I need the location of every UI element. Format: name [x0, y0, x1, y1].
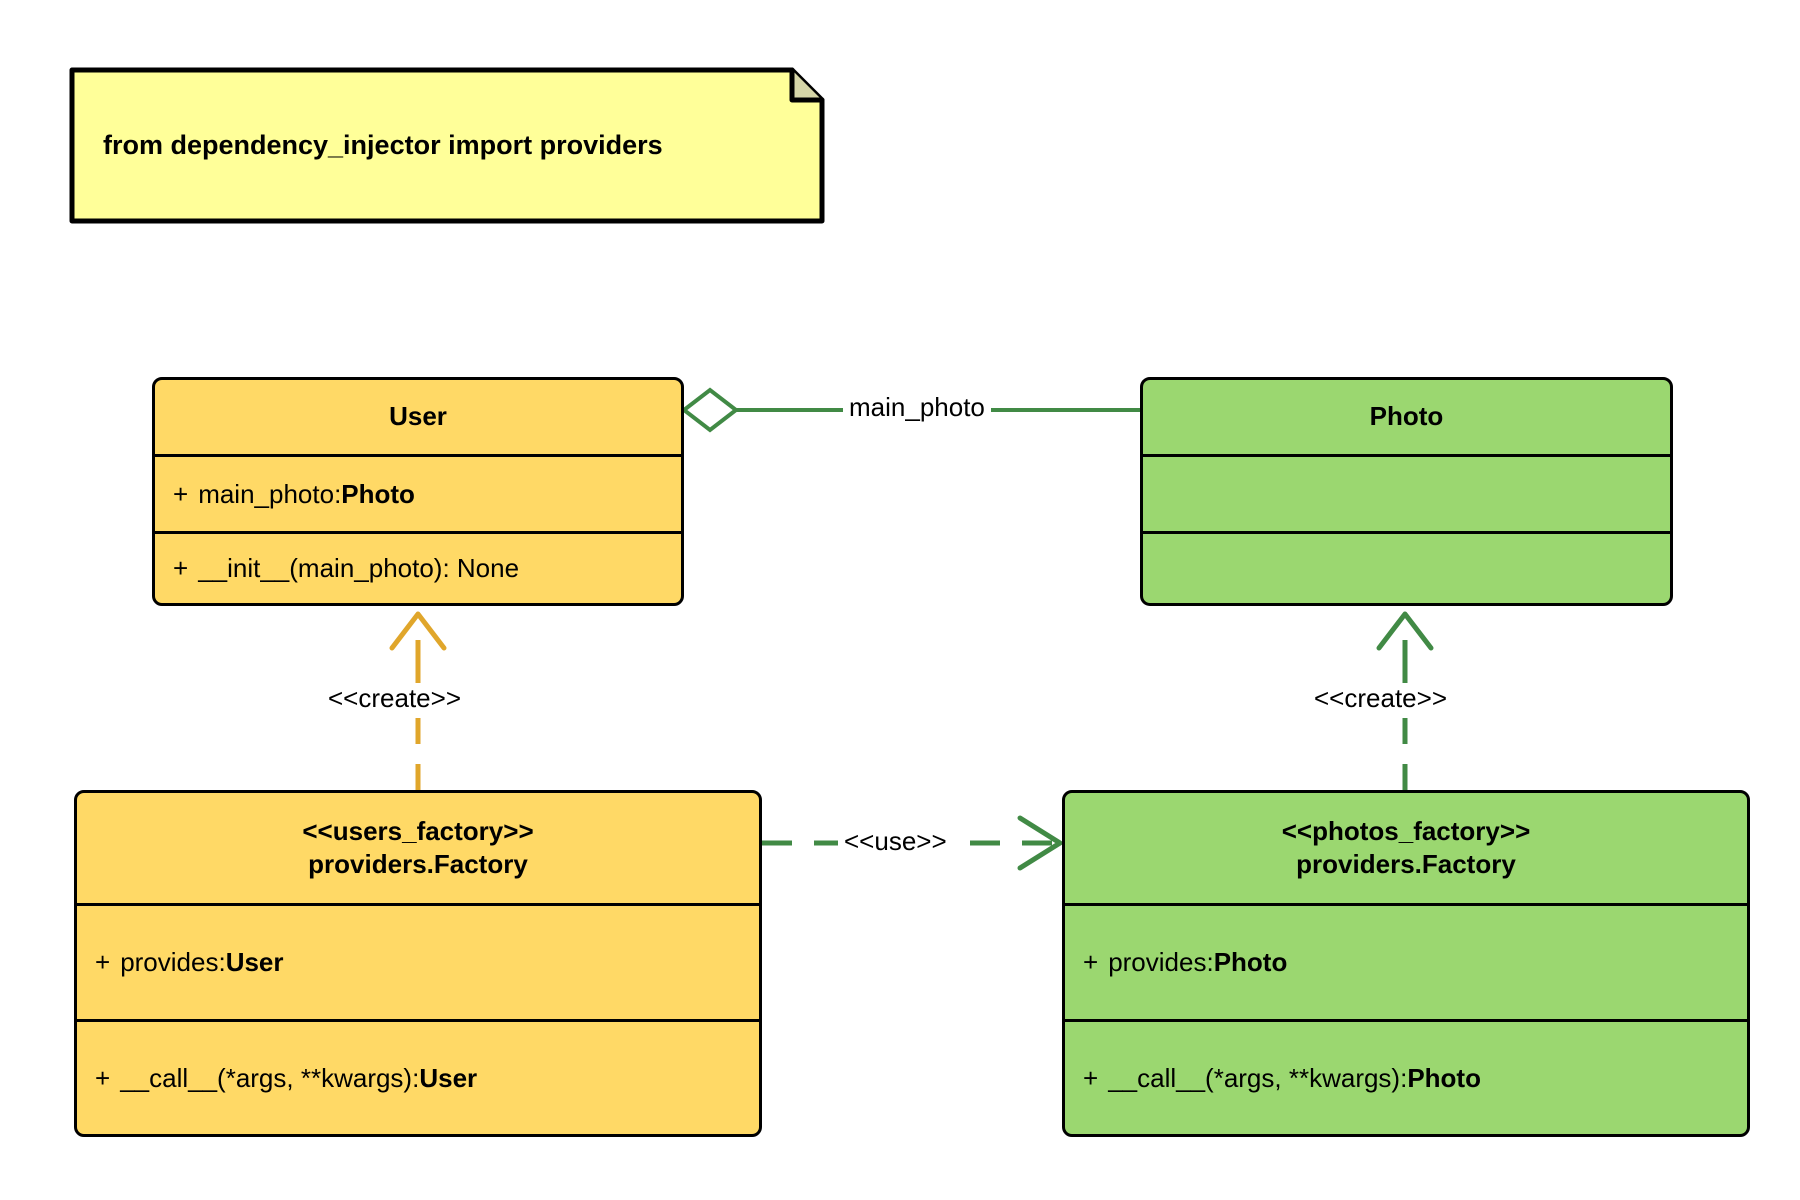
class-photo-name: Photo	[1369, 401, 1444, 432]
class-photos-factory-name: providers.Factory	[1296, 849, 1516, 879]
method-type: User	[419, 1062, 478, 1093]
class-photos-factory-title-compartment: <<photos_factory>> providers.Factory	[1065, 793, 1747, 903]
method-visibility: +	[1083, 1062, 1099, 1093]
aggregation-diamond	[680, 387, 740, 433]
class-user[interactable]: User + main_photo: Photo + __init__(main…	[152, 377, 684, 606]
method-name: __call__(*args, **kwargs):	[1108, 1062, 1408, 1093]
attr-type: Photo	[341, 478, 415, 509]
method-type: Photo	[1407, 1062, 1481, 1093]
edge-label-create-photo: <<create>>	[1308, 683, 1453, 714]
class-users-factory-method-row: + __call__(*args, **kwargs): User	[77, 1019, 759, 1134]
class-photos-factory[interactable]: <<photos_factory>> providers.Factory + p…	[1062, 790, 1750, 1137]
note-text: from dependency_injector import provider…	[103, 130, 663, 160]
edge-factory-use	[762, 815, 1063, 871]
note-dependency-injector: from dependency_injector import provider…	[78, 70, 828, 221]
class-user-title-compartment: User	[155, 380, 681, 454]
class-photo[interactable]: Photo	[1140, 377, 1673, 606]
note-shape	[69, 67, 825, 224]
attr-name: main_photo:	[198, 478, 342, 509]
attr-visibility: +	[95, 947, 111, 977]
class-photo-attributes-compartment	[1143, 454, 1670, 531]
edge-label-use: <<use>>	[838, 826, 953, 857]
class-users-factory-name: providers.Factory	[308, 849, 528, 879]
open-arrowhead-up	[389, 611, 447, 651]
attr-name: provides:	[120, 947, 226, 977]
method-name: __init__(main_photo): None	[198, 553, 520, 583]
class-user-name: User	[389, 401, 447, 432]
class-users-factory-title-compartment: <<users_factory>> providers.Factory	[77, 793, 759, 903]
class-user-method-row: + __init__(main_photo): None	[155, 531, 681, 603]
method-visibility: +	[173, 553, 189, 583]
attr-visibility: +	[173, 478, 189, 509]
class-user-attribute-row: + main_photo: Photo	[155, 454, 681, 531]
class-users-factory-stereotype: <<users_factory>>	[302, 815, 534, 846]
class-users-factory-attribute-row: + provides: User	[77, 903, 759, 1019]
class-photo-methods-compartment	[1143, 531, 1670, 603]
attr-visibility: +	[1083, 947, 1099, 977]
class-users-factory[interactable]: <<users_factory>> providers.Factory + pr…	[74, 790, 762, 1137]
method-name: __call__(*args, **kwargs):	[120, 1062, 420, 1093]
edge-label-create-user: <<create>>	[322, 683, 467, 714]
open-arrowhead-right	[1017, 815, 1063, 871]
edge-label-main-photo: main_photo	[843, 392, 991, 423]
open-arrowhead-up	[1376, 611, 1434, 651]
class-photos-factory-attribute-row: + provides: Photo	[1065, 903, 1747, 1019]
class-photos-factory-stereotype: <<photos_factory>>	[1281, 815, 1531, 846]
class-photo-title-compartment: Photo	[1143, 380, 1670, 454]
attr-name: provides:	[1108, 947, 1214, 977]
class-photos-factory-method-row: + __call__(*args, **kwargs): Photo	[1065, 1019, 1747, 1134]
attr-type: Photo	[1213, 947, 1288, 977]
method-visibility: +	[95, 1062, 111, 1093]
attr-type: User	[225, 947, 284, 977]
